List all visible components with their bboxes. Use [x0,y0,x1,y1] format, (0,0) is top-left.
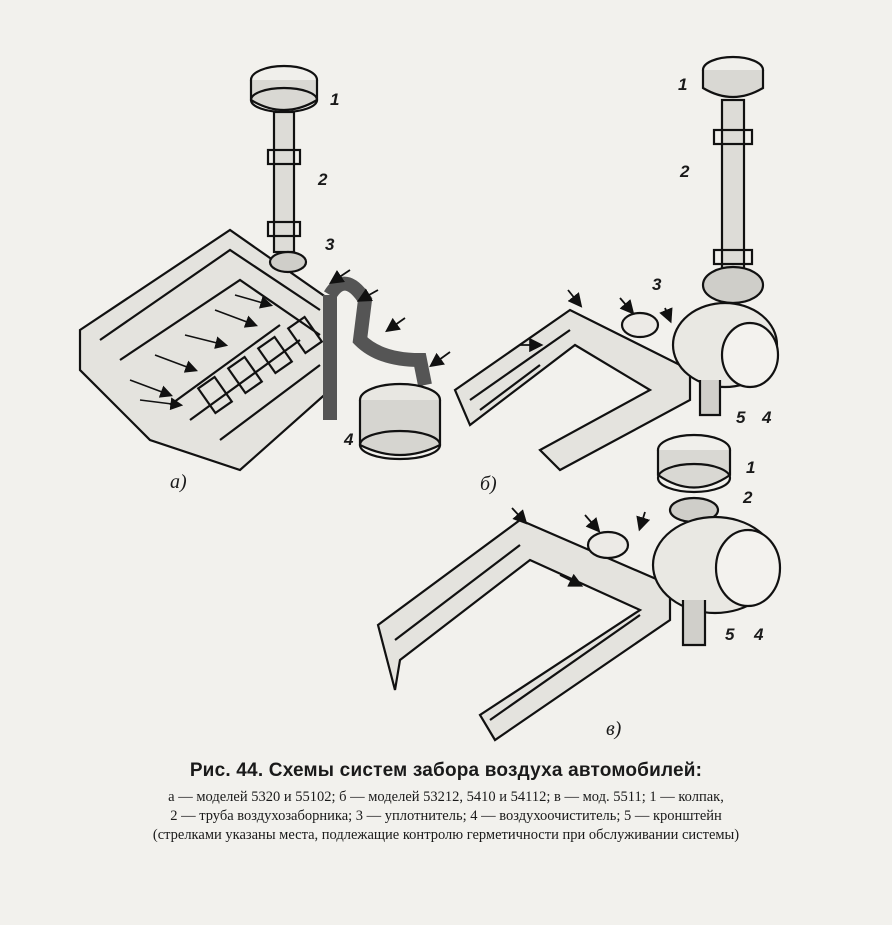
subfigure-a-label: а) [170,471,187,493]
label-v-2: 2 [742,488,753,507]
caption-body: а — моделей 5320 и 55102; б — моделей 53… [36,788,856,845]
label-v-5: 5 [725,625,735,644]
label-b-5: 5 [736,408,746,427]
caption-line-1: а — моделей 5320 и 55102; б — моделей 53… [168,789,724,805]
figure-caption: Рис. 44. Схемы систем забора воздуха авт… [36,760,856,845]
caption-line-2: 2 — труба воздухозаборника; 3 — уплотнит… [170,808,722,824]
label-b-1: 1 [678,75,687,94]
caption-title: Рис. 44. Схемы систем забора воздуха авт… [189,760,703,781]
label-a-2: 2 [317,170,328,189]
figure-illustration: 1 2 3 4 а) 1 2 3 4 5 б) [78,55,782,742]
label-v-4: 4 [753,625,764,644]
label-a-1: 1 [330,90,339,109]
caption-line-3: (стрелками указаны места, подлежащие кон… [152,827,740,843]
subfigure-v-drawing [376,433,782,742]
label-b-2: 2 [679,162,690,181]
label-v-1: 1 [746,458,755,477]
label-b-3: 3 [652,275,662,294]
label-b-4: 4 [761,408,772,427]
subfigure-a-drawing [78,64,451,472]
label-a-4: 4 [343,430,354,449]
subfigure-v-label: в) [606,718,622,740]
subfigure-b-drawing [453,55,780,472]
subfigure-b-label: б) [480,473,497,495]
label-a-3: 3 [325,235,335,254]
